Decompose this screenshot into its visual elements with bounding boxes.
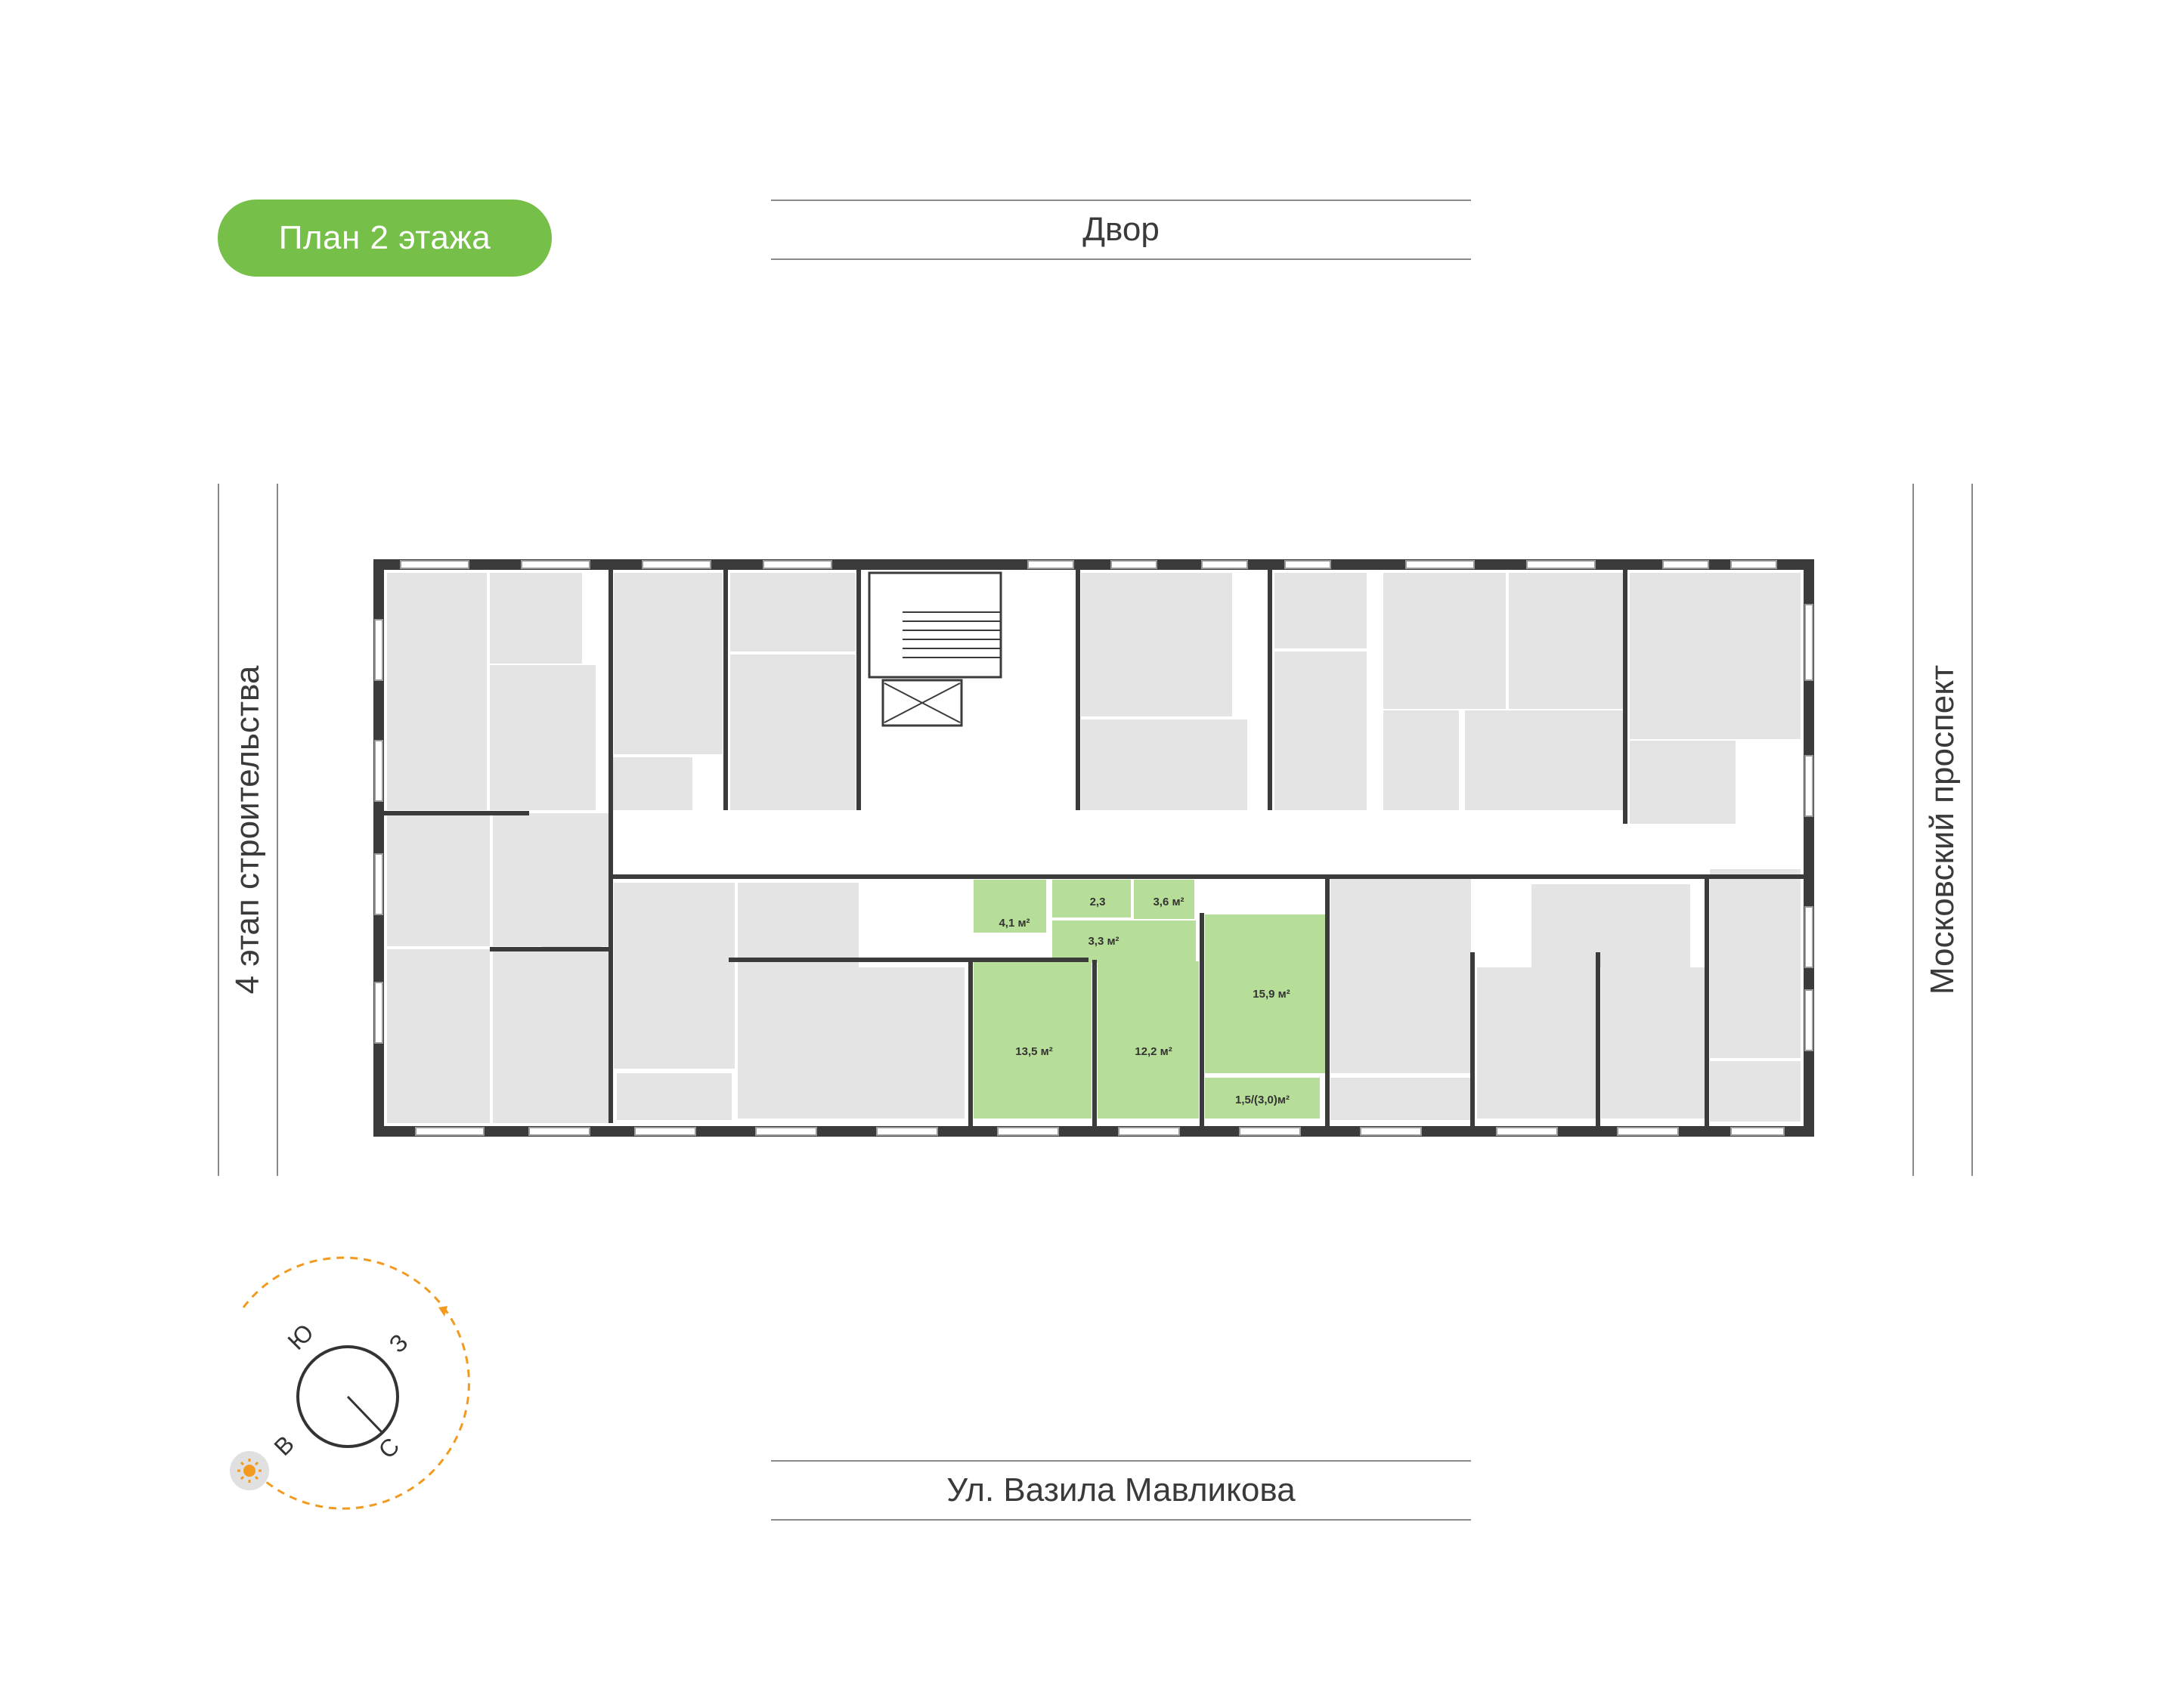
interior-walls: [384, 570, 1804, 1126]
compass-west: З: [383, 1329, 413, 1358]
street-top-label: Двор: [1082, 211, 1160, 248]
room-3-6-label: 3,6 м²: [1153, 896, 1184, 908]
highlighted-apartment: [974, 880, 1327, 1119]
room-13-5-label: 13,5 м²: [1015, 1045, 1052, 1058]
street-bottom: Ул. Вазила Мавликова: [771, 1460, 1471, 1521]
plan-title-badge: План 2 этажа: [218, 200, 552, 277]
room-12-2-label: 12,2 м²: [1135, 1045, 1172, 1058]
stair-treads: [884, 611, 1001, 723]
compass-needle: [346, 1395, 384, 1434]
street-left: 4 этап строительства: [218, 484, 278, 1176]
plan-title: План 2 этажа: [278, 219, 491, 256]
street-top: Двор: [771, 200, 1471, 260]
room-area-labels: 4,1 м² 2,3 3,6 м² 3,3 м² 15,9 м² 13,5 м²…: [999, 896, 1290, 1106]
compass: Ю З В С: [230, 1256, 470, 1510]
street-right: Московский проспект: [1912, 484, 1973, 1176]
room-balcony-label: 1,5/(3,0)м²: [1235, 1094, 1290, 1106]
window-marks: [374, 560, 1813, 1136]
sun-icon: [230, 1451, 269, 1490]
room-4-1-label: 4,1 м²: [999, 917, 1030, 930]
compass-south: Ю: [282, 1319, 318, 1355]
room-blocks: [387, 571, 1801, 1123]
sun-path-arrow-icon: [438, 1306, 447, 1317]
room-3-3-label: 3,3 м²: [1088, 935, 1119, 948]
street-bottom-label: Ул. Вазила Мавликова: [946, 1471, 1296, 1508]
compass-east: В: [268, 1430, 299, 1461]
room-2-3-label: 2,3: [1090, 896, 1106, 908]
room-15-9-label: 15,9 м²: [1253, 988, 1290, 1001]
sun-path-arc: [242, 1256, 470, 1510]
